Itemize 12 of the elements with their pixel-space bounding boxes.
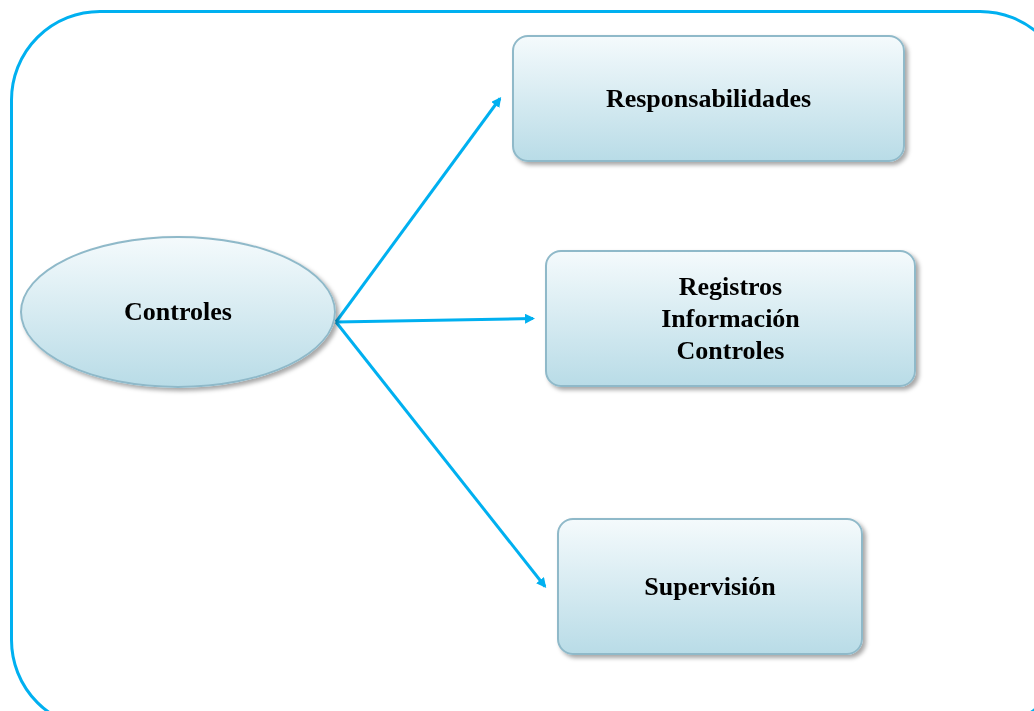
arrow xyxy=(334,321,547,589)
process-box xyxy=(557,518,863,655)
node-label: Información xyxy=(661,302,800,335)
node-label: Controles xyxy=(676,334,785,367)
node-label: Registros xyxy=(678,270,783,303)
arrow xyxy=(334,96,502,323)
arrow xyxy=(335,313,535,324)
node-label: Controles xyxy=(124,296,232,328)
process-box xyxy=(512,35,905,162)
node-label: Responsabilidades xyxy=(605,82,812,115)
process-box xyxy=(545,250,916,387)
node-label: Supervisión xyxy=(644,570,776,603)
